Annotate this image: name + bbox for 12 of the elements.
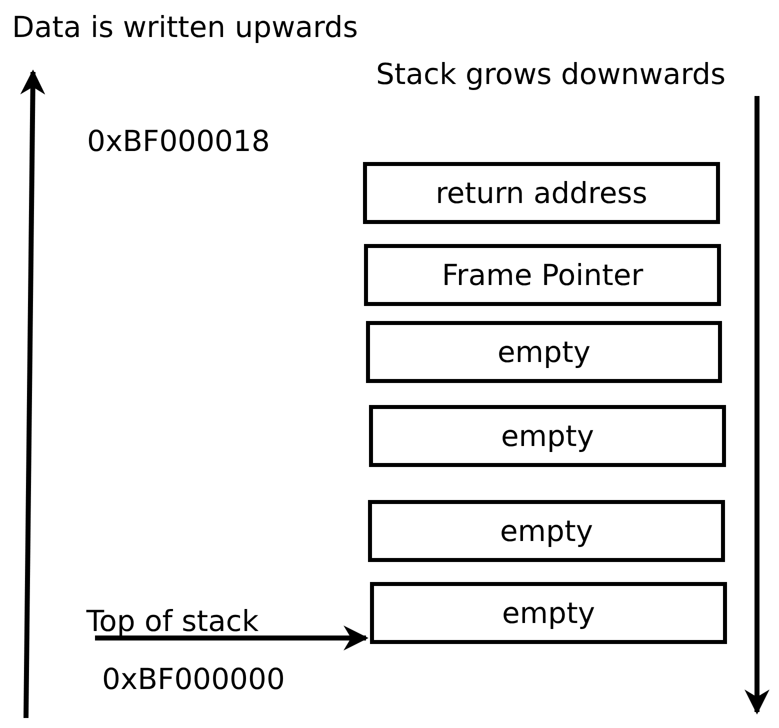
pointer-label: Top of stack <box>70 602 275 640</box>
address-label: 0xBF000018 <box>87 124 270 158</box>
address-label: 0xBF000000 <box>102 662 285 696</box>
stack-slot-box: Frame Pointer <box>364 244 721 306</box>
stack-slot-box: empty <box>368 500 725 562</box>
stack-slot-box: return address <box>363 162 720 224</box>
direction-caption: Stack grows downwards <box>376 57 726 91</box>
arrow <box>95 626 368 650</box>
stack-slot-box: empty <box>369 405 726 467</box>
stack-slot-box: empty <box>370 582 727 644</box>
stack-slot-box: empty <box>366 321 722 383</box>
direction-caption: Data is written upwards <box>12 10 358 44</box>
